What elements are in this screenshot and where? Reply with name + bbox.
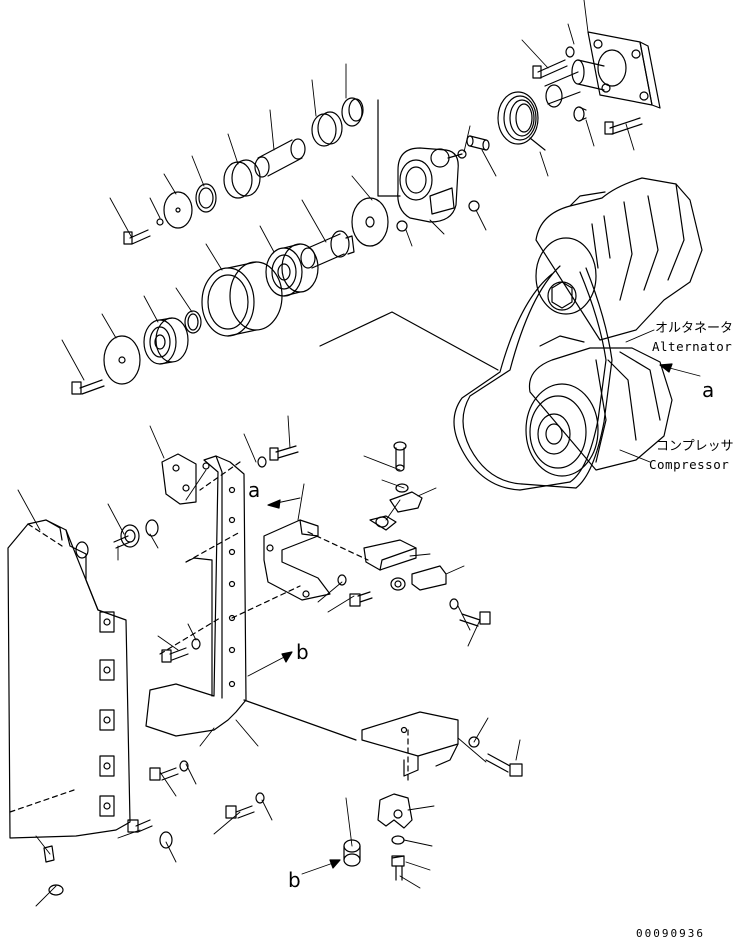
compressor-label-en: Compressor xyxy=(649,457,730,472)
compressor-label-jp: コンプレッサ xyxy=(656,439,733,454)
ref-b-bottom: b xyxy=(288,868,301,892)
cover-bracket xyxy=(44,446,356,895)
ref-a-bracket: a xyxy=(248,478,261,502)
alternator-label-en: Alternator xyxy=(652,339,733,354)
leader-lines-top xyxy=(62,0,634,380)
alternator-compressor-assembly xyxy=(454,178,702,490)
lower-bracket-group xyxy=(302,712,522,880)
document-number: 00090936 xyxy=(636,927,705,940)
leader-lines-bottom xyxy=(18,416,520,906)
tensioner-bracket-assembly xyxy=(72,32,660,394)
belt-cover-assembly xyxy=(8,520,130,838)
alternator-label-jp: オルタネータ xyxy=(655,321,733,336)
ref-b-bracket: b xyxy=(296,640,309,664)
ref-a-alternator: a xyxy=(702,378,715,402)
compressor-bracket-group xyxy=(264,442,490,626)
